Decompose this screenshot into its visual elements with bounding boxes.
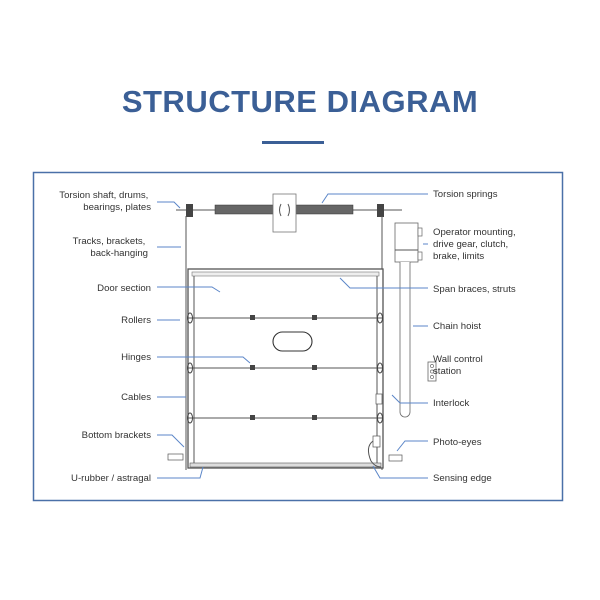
spring-right [295, 204, 354, 215]
span-brace [191, 271, 380, 277]
photo-eye-right [388, 454, 403, 462]
operator [394, 222, 419, 263]
label-span-braces: Span braces, struts [433, 284, 516, 295]
label-torsion-shaft: Torsion shaft, drums, bearings, plates [59, 190, 151, 213]
labels-left: Torsion shaft, drums, bearings, plates T… [59, 190, 151, 484]
center-bracket [272, 193, 297, 233]
chain-hoist [399, 262, 411, 418]
page-title: STRUCTURE DIAGRAM [121, 84, 479, 119]
drum-left [186, 204, 193, 217]
hinges [250, 315, 317, 420]
label-operator: Operator mounting, drive gear, clutch, b… [433, 227, 518, 262]
label-interlock: Interlock [433, 398, 469, 409]
label-door-section: Door section [97, 283, 151, 294]
rollers [187, 312, 383, 424]
label-photo-eyes: Photo-eyes [433, 437, 482, 448]
labels-right: Torsion springs Operator mounting, drive… [433, 189, 518, 484]
label-hinges: Hinges [121, 352, 151, 363]
window-oval [272, 331, 313, 352]
wall-control-station [427, 361, 437, 382]
sensing-box [372, 435, 381, 448]
label-bottom-brackets: Bottom brackets [82, 430, 152, 441]
label-sensing-edge: Sensing edge [433, 473, 492, 484]
label-torsion-springs: Torsion springs [433, 189, 498, 200]
label-cables: Cables [121, 392, 151, 403]
interlock [375, 393, 383, 405]
label-rollers: Rollers [121, 315, 151, 326]
drum-right [377, 204, 384, 217]
label-tracks: Tracks, brackets, back-hanging [73, 236, 148, 259]
door-drawing [167, 193, 437, 470]
label-chain-hoist: Chain hoist [433, 321, 481, 332]
label-wall-control: Wall control station [433, 354, 485, 377]
title-underline [262, 141, 324, 144]
spring-left [214, 204, 274, 215]
u-rubber [189, 462, 382, 468]
label-u-rubber: U-rubber / astragal [71, 473, 151, 484]
photo-eye-left [167, 453, 184, 461]
leader-lines [157, 193, 428, 479]
